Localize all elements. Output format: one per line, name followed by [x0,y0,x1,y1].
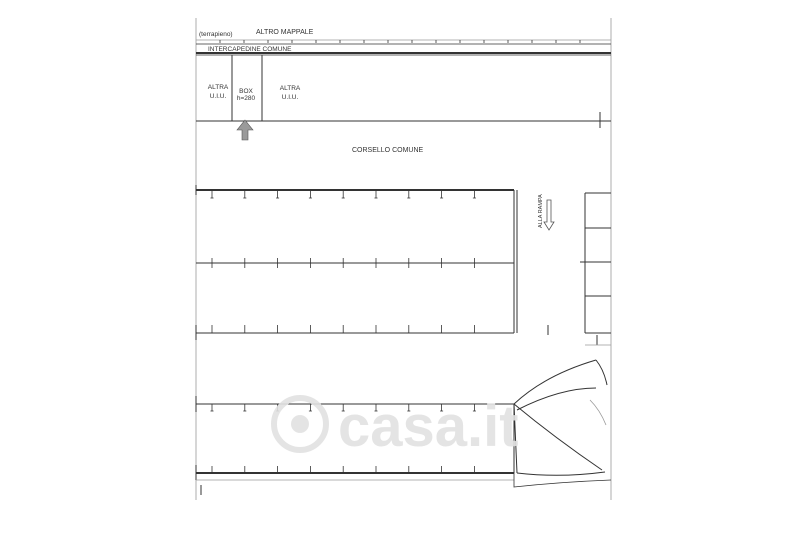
box-label-line2: h=280 [237,95,256,102]
intercapedine-label: INTERCAPEDINE COMUNE [208,46,292,53]
ramp-outer-curve [513,359,597,405]
ramp-lower-outer-curve [513,403,603,471]
altra-uiu-left-line2: U.I.U. [210,93,227,100]
watermark-logo-dot [291,415,309,433]
watermark: casa.it [271,394,519,459]
ramp-top-cap [595,359,608,386]
alla-rampa-label: ALLA RAMPA [538,194,544,228]
watermark-logo-icon [271,395,329,453]
ramp-inner-curve [516,387,597,411]
watermark-text: casa.it [338,394,519,459]
ramp-base-curve [516,471,606,476]
ramp-direction-arrow-icon [543,199,555,231]
ramp-left-edge [513,403,518,474]
box-label-line1: BOX [239,88,253,95]
altro-mappale-label: ALTRO MAPPALE [256,29,314,36]
corsello-comune-label: CORSELLO COMUNE [352,147,424,154]
ramp-right-edge [589,399,607,426]
plan-structure [195,18,612,500]
altra-uiu-left-line1: ALTRA [208,84,229,91]
altra-uiu-right-line1: ALTRA [280,85,301,92]
entrance-arrow-icon [236,119,254,141]
altra-uiu-right-line2: U.I.U. [282,94,299,101]
terrapieno-label: (terrapieno) [199,31,233,38]
ramp-exit-line [513,473,612,488]
